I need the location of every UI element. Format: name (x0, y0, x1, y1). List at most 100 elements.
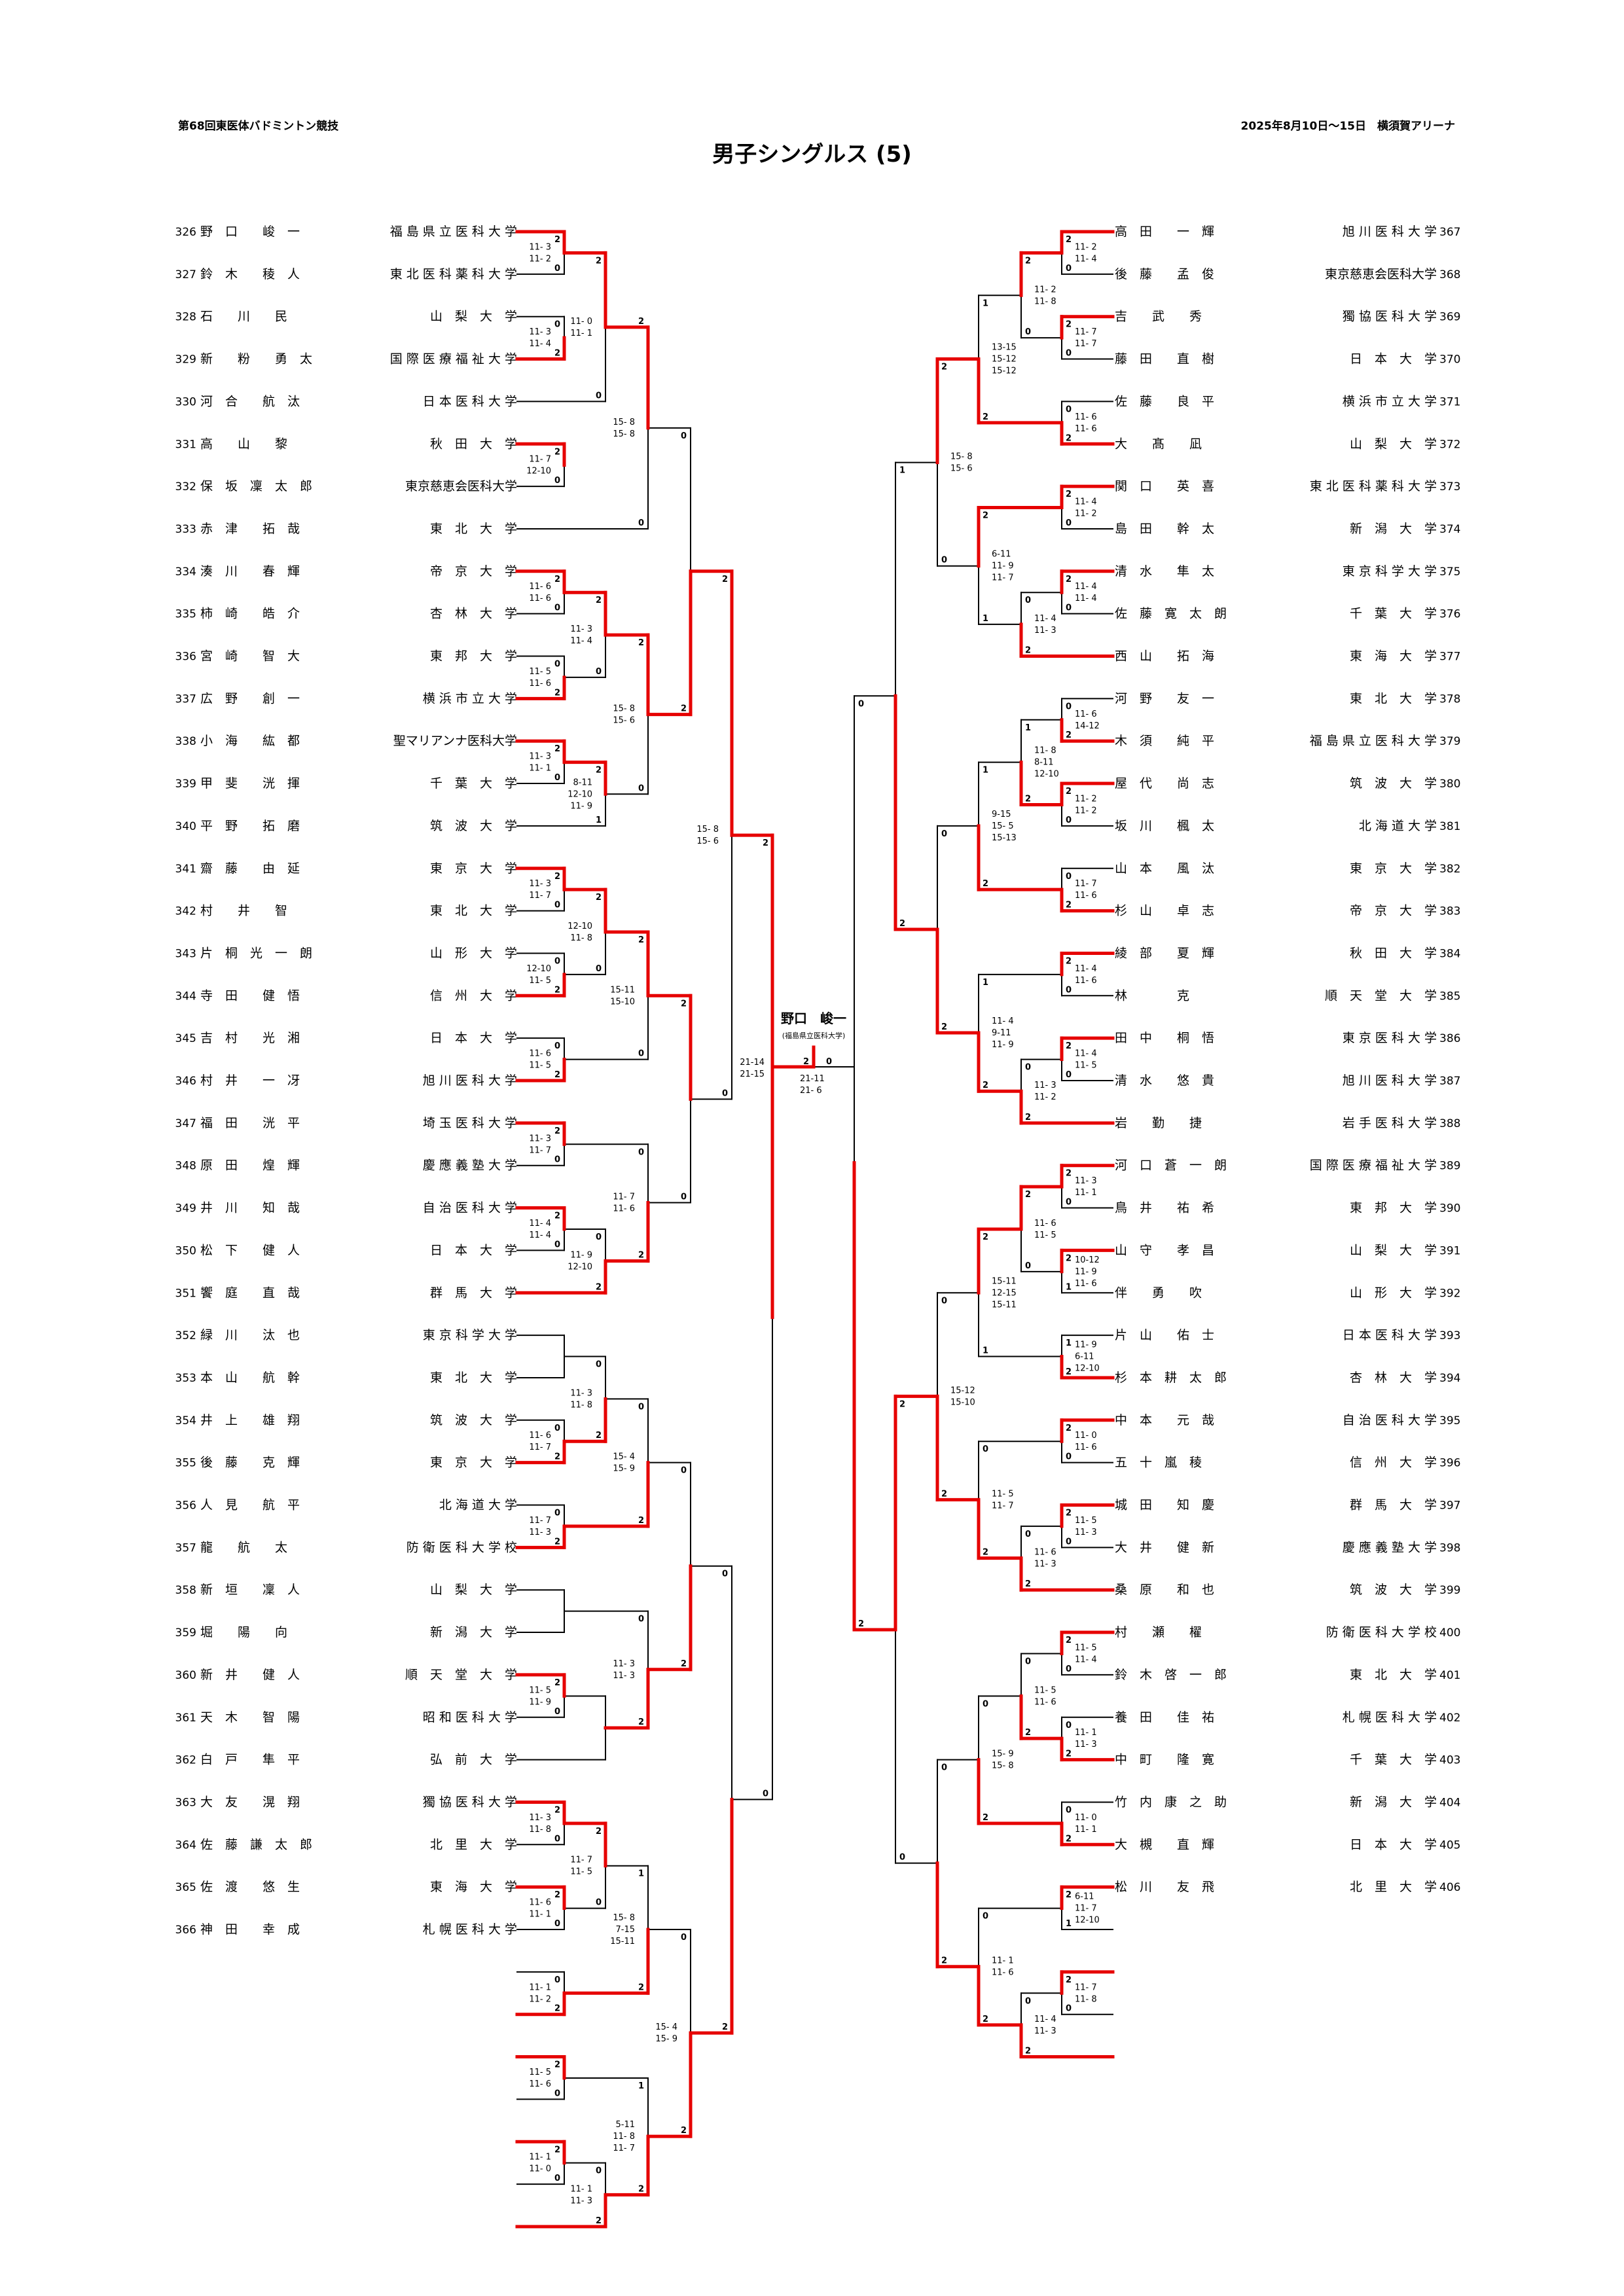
match-score: 11- 8 (1034, 296, 1056, 306)
player-number: 355 (175, 1457, 196, 1470)
player-number: 341 (175, 863, 196, 876)
match-score: 11- 6 (1075, 1443, 1097, 1452)
player-university: 慶 應 義 塾 大 学 (1343, 1539, 1437, 1554)
match-score: 11- 5 (529, 667, 551, 677)
player-university: 新 潟 大 学 (1350, 1795, 1437, 1809)
games-won: 0 (681, 431, 687, 441)
player-university: 山 形 大 学 (430, 946, 517, 960)
match-score: 11- 4 (529, 1219, 551, 1229)
player-name: 甲 斐 洸 揮 (200, 776, 300, 791)
games-won: 0 (983, 1699, 988, 1709)
match-score: 13-15 (992, 343, 1017, 353)
match-score: 11- 5 (992, 1489, 1014, 1499)
player-university: 北 海 道 大 学 (439, 1498, 517, 1513)
player-name: 片 桐 光 一 朗 (200, 946, 312, 960)
player-number: 339 (175, 778, 196, 791)
match-score: 15- 8 (613, 704, 635, 714)
match-score: 15- 4 (613, 1452, 635, 1462)
games-won: 0 (1066, 264, 1072, 274)
player-name: 後 藤 克 輝 (200, 1456, 300, 1470)
games-won: 0 (722, 1088, 728, 1098)
match-score: 11- 4 (1075, 964, 1097, 974)
games-won: 2 (554, 1126, 560, 1136)
player-name: 林 克 (1115, 988, 1189, 1003)
match-score: 11- 7 (529, 455, 551, 465)
games-won: 1 (899, 466, 905, 476)
player-name: 高 山 黎 (200, 437, 287, 451)
player-name: 大 友 滉 翔 (200, 1795, 300, 1809)
player-name: 西 山 拓 海 (1115, 649, 1214, 664)
player-number: 368 (1439, 268, 1460, 281)
match-score: 11- 9 (1075, 1267, 1097, 1277)
games-won: 2 (983, 412, 988, 422)
match-score: 11- 7 (570, 1856, 592, 1865)
games-won: 2 (638, 1516, 644, 1526)
games-won: 1 (1066, 1282, 1072, 1292)
match-score: 11- 3 (570, 1388, 592, 1398)
player-name: 養 田 佳 祐 (1115, 1710, 1214, 1725)
player-university: 日 本 大 学 (1350, 1837, 1437, 1852)
match-score: 11- 7 (1075, 1904, 1097, 1914)
match-score: 15- 8 (613, 429, 635, 439)
match-score: 11- 5 (529, 1685, 551, 1695)
player-number: 404 (1439, 1796, 1460, 1809)
player-name: 杉 本 耕 太 郎 (1115, 1371, 1227, 1385)
player-number: 362 (175, 1754, 196, 1767)
games-won: 2 (1025, 1728, 1031, 1738)
games-won: 2 (763, 838, 768, 848)
games-won: 0 (1066, 1452, 1072, 1462)
games-won: 0 (1066, 1070, 1072, 1080)
player-university: 東 海 大 学 (430, 1880, 517, 1894)
player-number: 342 (175, 905, 196, 918)
player-university: 東 北 大 学 (430, 904, 517, 918)
games-won: 0 (681, 1192, 687, 1202)
games-won: 0 (1025, 1657, 1031, 1666)
games-won: 2 (596, 1827, 602, 1837)
player-university: 慶 應 義 塾 大 学 (423, 1158, 517, 1173)
match-score: 11- 4 (529, 1230, 551, 1240)
match-score: 11- 6 (529, 594, 551, 603)
player-number: 405 (1439, 1839, 1460, 1852)
player-number: 380 (1439, 778, 1460, 791)
player-name: 新 井 健 人 (200, 1668, 300, 1682)
match-score: 12-15 (992, 1288, 1017, 1298)
player-number: 394 (1439, 1372, 1460, 1385)
games-won: 0 (554, 1041, 560, 1051)
player-university: 山 梨 大 学 (1350, 1243, 1437, 1257)
games-won: 0 (554, 1707, 560, 1717)
match-score: 11- 5 (1075, 1643, 1097, 1653)
games-won: 0 (638, 1049, 644, 1059)
match-score: 11- 2 (1034, 1092, 1056, 1102)
games-won: 2 (554, 1678, 560, 1688)
games-won: 0 (554, 2174, 560, 2183)
match-score: 11- 4 (1034, 2015, 1056, 2024)
player-university: 筑 波 大 学 (1350, 1583, 1437, 1597)
match-score: 11- 8 (613, 2132, 635, 2142)
match-score: 11- 3 (529, 327, 551, 337)
match-score: 11- 6 (1034, 1697, 1056, 1707)
player-number: 348 (175, 1160, 196, 1173)
player-university: 東 京 大 学 (1350, 861, 1437, 876)
player-number: 374 (1439, 523, 1460, 536)
games-won: 0 (554, 264, 560, 274)
player-number: 378 (1439, 692, 1460, 706)
player-name: 広 野 創 一 (200, 691, 300, 706)
match-score: 15-11 (992, 1276, 1017, 1286)
match-score: 11- 6 (1075, 1279, 1097, 1289)
match-score: 11- 3 (1075, 1528, 1097, 1537)
player-name: 伴 勇 吹 (1115, 1285, 1202, 1300)
player-name: 松 川 友 飛 (1115, 1880, 1214, 1894)
player-university: 岩 手 医 科 大 学 (1343, 1116, 1437, 1130)
games-won: 2 (1066, 490, 1072, 499)
games-won: 2 (554, 575, 560, 584)
match-score: 11- 9 (1075, 1340, 1097, 1350)
games-won: 2 (554, 872, 560, 882)
player-name: 城 田 知 慶 (1115, 1498, 1214, 1513)
games-won: 2 (858, 1619, 864, 1629)
games-won: 2 (983, 511, 988, 521)
match-score: 8-11 (573, 778, 592, 787)
games-won: 0 (1066, 985, 1072, 995)
games-won: 2 (554, 1070, 560, 1080)
match-score: 11- 9 (992, 562, 1014, 571)
match-score: 11- 0 (529, 2164, 551, 2174)
